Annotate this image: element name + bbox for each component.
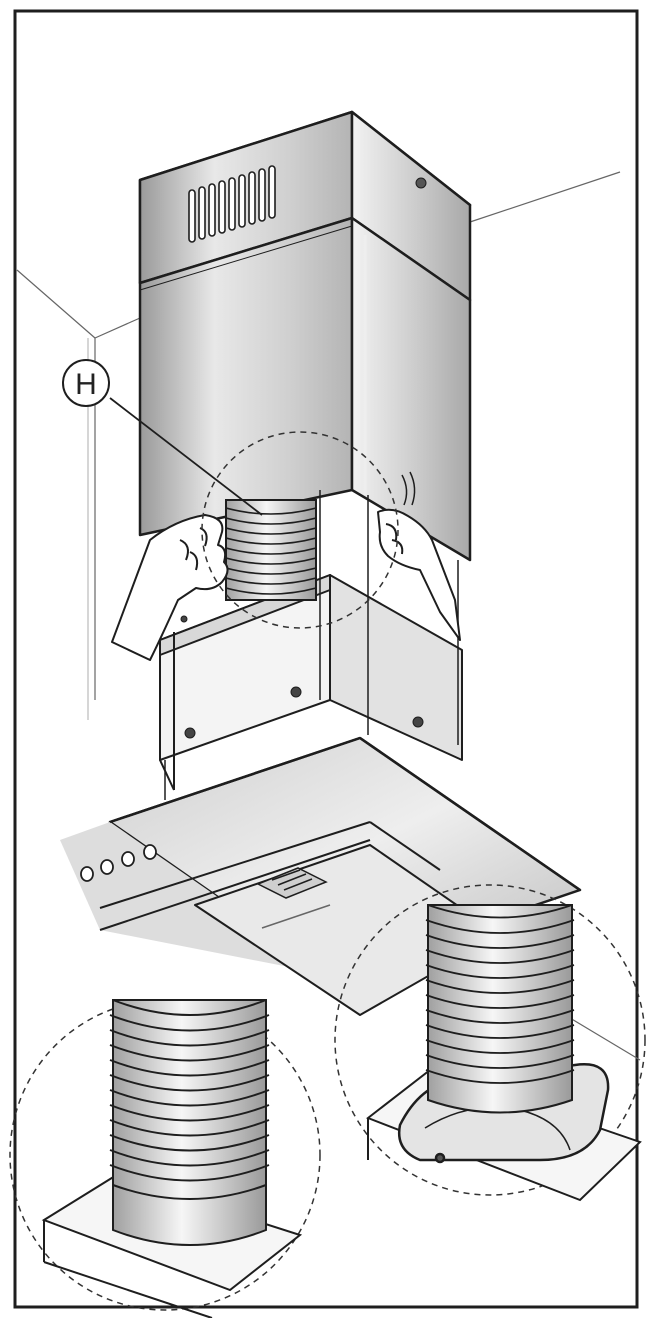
chimney-lower-cover — [138, 216, 472, 562]
vent-slots — [188, 165, 276, 243]
detail-circle-h — [201, 431, 399, 629]
detail-right-duct — [425, 904, 575, 1114]
control-button-1 — [80, 866, 94, 882]
screw-hole — [415, 177, 427, 189]
duct-support-frame — [159, 490, 463, 800]
frame-screws — [180, 615, 424, 739]
control-button-4 — [143, 844, 157, 860]
callout-label-h: H — [75, 368, 97, 401]
detail-left-duct — [109, 999, 270, 1246]
right-hand — [377, 471, 461, 641]
control-button-2 — [100, 859, 114, 875]
flexible-duct-h — [225, 499, 317, 601]
control-buttons — [80, 844, 157, 882]
control-button-3 — [121, 851, 135, 867]
callout-h: H — [62, 359, 263, 516]
frame-border — [13, 9, 639, 1309]
hood-light-grille — [256, 867, 328, 899]
detail-circle-right — [334, 884, 646, 1196]
